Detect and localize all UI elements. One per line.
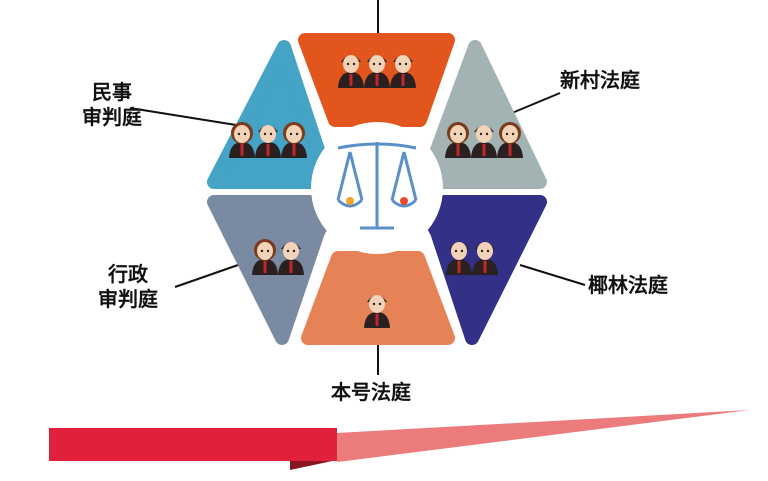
leader-line-yelin <box>519 264 586 286</box>
judge-icon <box>497 122 523 158</box>
judge-icon <box>338 55 364 88</box>
leader-line-xincun <box>511 92 561 114</box>
ribbon-fold <box>290 460 337 470</box>
scales-of-justice-icon <box>336 142 418 230</box>
ribbon-tail <box>290 410 750 468</box>
judge-icon <box>471 125 497 158</box>
judge-icon <box>252 239 278 275</box>
judge-icon <box>255 125 281 158</box>
judge-icon <box>446 242 472 275</box>
judge-icon <box>390 55 416 88</box>
judge-icon <box>472 242 498 275</box>
label-benhao-court: 本号法庭 <box>331 380 411 404</box>
judge-icon <box>445 122 471 158</box>
judge-icon <box>364 55 390 88</box>
leader-line-admin <box>174 264 239 288</box>
ribbon-main <box>49 428 337 461</box>
judge-icon <box>229 122 255 158</box>
judge-icon <box>364 295 390 328</box>
label-xincun-court: 新村法庭 <box>560 68 640 92</box>
label-civil-court: 民事审判庭 <box>82 80 142 129</box>
judge-icon <box>281 122 307 158</box>
leader-lines <box>129 0 586 375</box>
ribbon-banner <box>49 410 750 470</box>
judge-icon <box>278 242 304 275</box>
leader-line-civil <box>129 107 237 126</box>
label-admin-court: 行政审判庭 <box>98 262 158 311</box>
label-yelin-court: 椰林法庭 <box>588 273 668 297</box>
